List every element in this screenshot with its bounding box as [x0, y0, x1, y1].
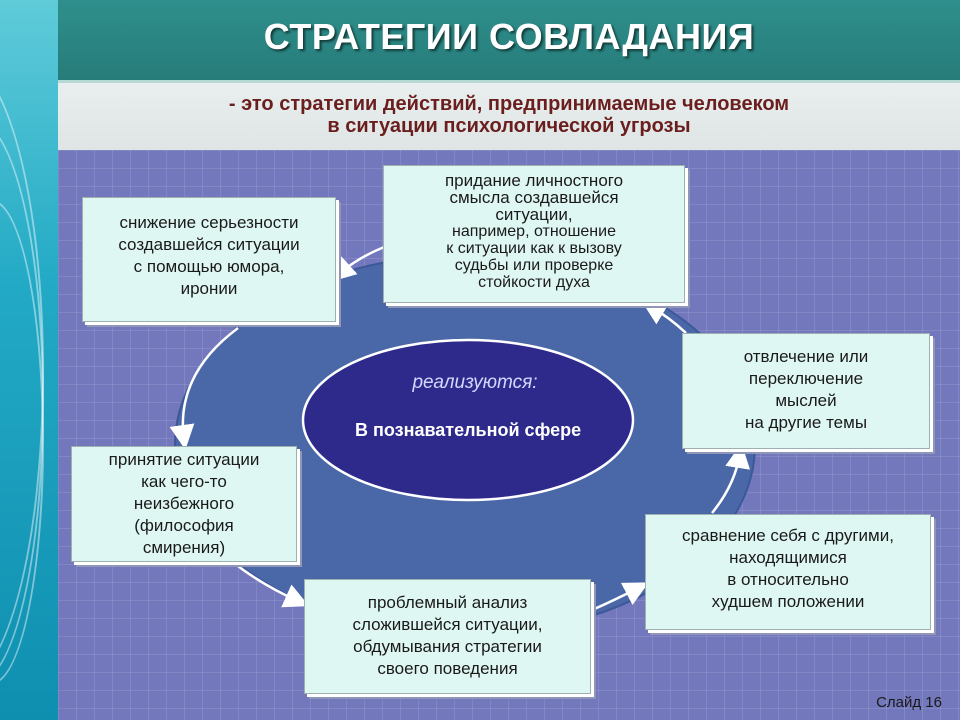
box-meaning-note-line: к ситуации как к вызову [446, 240, 622, 257]
center-bold-label: В познавательной сфере [355, 420, 582, 440]
slide-title: СТРАТЕГИИ СОВЛАДАНИЯ [263, 16, 755, 57]
box-acceptance-line: (философия [134, 516, 234, 535]
box-distraction-line: мыслей [775, 391, 837, 410]
box-analysis-line: обдумывания стратегии [353, 637, 542, 656]
box-humor-line: создавшейся ситуации [118, 235, 300, 254]
box-distraction-line: на другие темы [744, 413, 868, 432]
box-humor-line: с помощью юмора, [133, 257, 285, 276]
box-meaning-line: смысла создавшейся [449, 188, 619, 207]
box-meaning-line: придание личностного [444, 171, 624, 190]
box-acceptance-line: принятие ситуации [108, 450, 260, 469]
box-humor-line: иронии [180, 279, 238, 298]
box-analysis-line: проблемный анализ [367, 593, 528, 612]
slide-subtitle: - это стратегии действий, предпринимаемы… [58, 93, 960, 137]
box-acceptance-line: смирения) [142, 538, 226, 557]
subtitle-area: - это стратегии действий, предпринимаемы… [58, 83, 960, 150]
box-distraction-line: переключение [748, 369, 864, 388]
title-bar: СТРАТЕГИИ СОВЛАДАНИЯ [58, 0, 960, 83]
box-comparison-line: худшем положении [711, 592, 865, 611]
box-analysis-line: сложившейся ситуации, [352, 615, 543, 634]
slide-number: Слайд 16 [876, 694, 942, 711]
center-ellipse [301, 338, 635, 502]
decorative-side-strip [0, 0, 58, 720]
box-meaning-note-line: стойкости духа [478, 274, 590, 291]
box-comparison-line: сравнение себя с другими, [682, 526, 894, 545]
box-distraction-line: отвлечение или [743, 347, 869, 366]
subtitle-line-2: в ситуации психологической угрозы [327, 115, 691, 137]
box-comparison: сравнение себя с другими, находящимися в… [645, 514, 931, 630]
box-analysis-line: своего поведения [377, 659, 518, 678]
box-humor-line: снижение серьезности [119, 213, 299, 232]
box-analysis: проблемный анализ сложившейся ситуации, … [304, 579, 591, 694]
box-meaning-note-line: например, отношение [452, 223, 616, 240]
arrow-distraction-to-meaning [641, 300, 687, 334]
box-distraction: отвлечение или переключение мыслей на др… [682, 333, 930, 449]
box-acceptance: принятие ситуации как чего-то неизбежног… [71, 446, 297, 562]
box-acceptance-line: как чего-то [141, 472, 227, 491]
center-italic-label: реализуются: [412, 372, 538, 393]
box-meaning-line: ситуации, [495, 205, 573, 224]
box-comparison-line: находящимися [729, 548, 847, 567]
subtitle-line-1: - это стратегии действий, предпринимаемы… [228, 93, 790, 115]
box-acceptance-line: неизбежного [133, 494, 235, 513]
arrow-analysis-to-comparison [591, 582, 649, 612]
arrow-humor-to-acceptance [169, 326, 239, 450]
box-humor: снижение серьезности создавшейся ситуаци… [82, 197, 336, 322]
box-meaning-note-line: судьбы или проверке [454, 257, 614, 274]
arrow-acceptance-to-analysis [233, 562, 310, 608]
box-comparison-line: в относительно [727, 570, 849, 589]
arrow-comparison-to-distraction [711, 443, 751, 514]
box-meaning: придание личностного смысла создавшейся … [383, 165, 685, 303]
